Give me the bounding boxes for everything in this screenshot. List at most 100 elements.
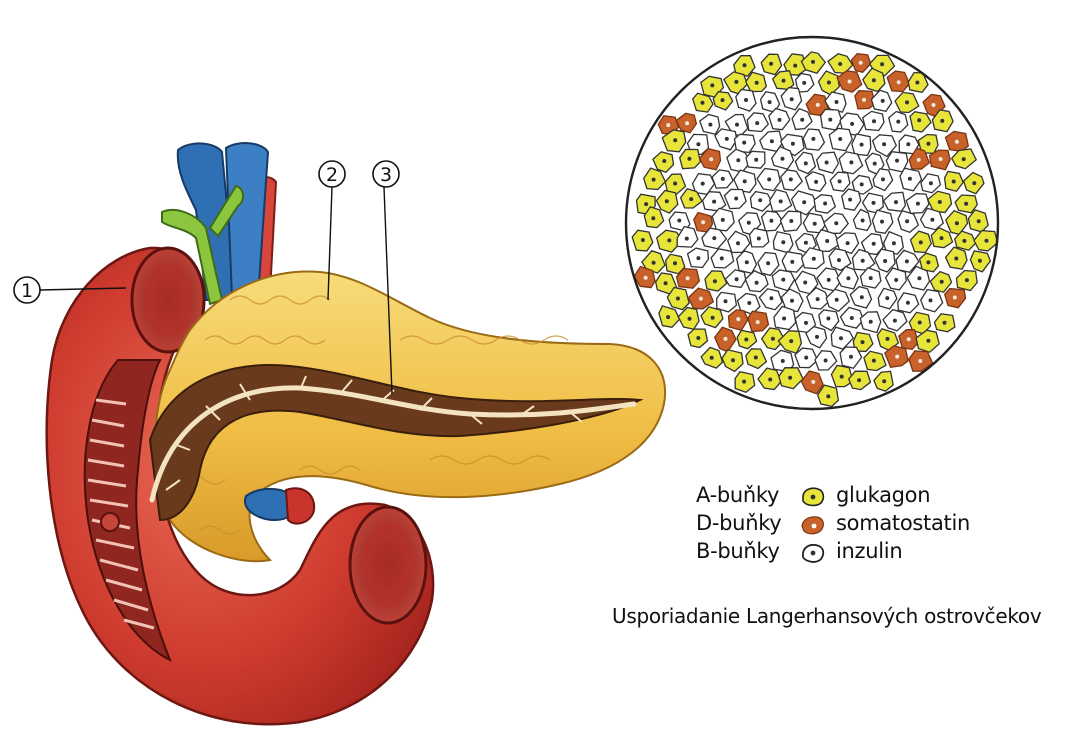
cell-nucleus: [895, 159, 899, 163]
cell-nucleus: [869, 276, 873, 280]
a-cell-icon: [800, 486, 826, 508]
legend-hormone: inzulin: [836, 539, 902, 563]
cell-nucleus: [880, 220, 884, 224]
cell-nucleus: [815, 335, 819, 339]
cell-nucleus: [745, 260, 749, 264]
cell-nucleus: [917, 118, 921, 122]
cell-nucleus: [846, 276, 850, 280]
cell-nucleus: [861, 219, 865, 223]
cell-nucleus: [789, 339, 793, 343]
cell-nucleus: [744, 338, 748, 342]
cell-nucleus: [962, 239, 966, 243]
cell-nucleus: [666, 123, 670, 127]
cell-nucleus: [802, 81, 806, 85]
cell-nucleus: [724, 299, 728, 303]
cell-nucleus: [872, 78, 876, 82]
cell-nucleus: [840, 375, 844, 379]
svg-text:1: 1: [21, 280, 33, 302]
cell-nucleus: [812, 257, 816, 261]
cell-nucleus: [696, 142, 700, 146]
cell-nucleus: [766, 261, 770, 265]
cell-nucleus: [872, 201, 876, 205]
cell-nucleus: [906, 301, 910, 305]
cell-nucleus: [781, 359, 785, 363]
cell-nucleus: [824, 359, 828, 363]
legend-hormone: glukagon: [836, 483, 930, 507]
legend-cell-name: B-buňky: [696, 539, 780, 563]
cell-nucleus: [781, 278, 785, 282]
cell-nucleus: [816, 297, 820, 301]
cell-nucleus: [769, 296, 773, 300]
cell-nucleus: [747, 301, 751, 305]
cell-nucleus: [687, 157, 691, 161]
cell-nucleus: [720, 256, 724, 260]
cell-nucleus: [860, 182, 864, 186]
cell-nucleus: [938, 200, 942, 204]
cell-nucleus: [721, 98, 725, 102]
cell-nucleus: [721, 218, 725, 222]
cell-nucleus: [710, 83, 714, 87]
cell-nucleus: [929, 298, 933, 302]
cell-nucleus: [964, 202, 968, 206]
cell-nucleus: [802, 200, 806, 204]
cell-nucleus: [952, 180, 956, 184]
cell-nucleus: [932, 103, 936, 107]
cell-nucleus: [835, 298, 839, 302]
cell-nucleus: [955, 140, 959, 144]
cell-nucleus: [850, 122, 854, 126]
cell-nucleus: [926, 260, 930, 264]
cell-nucleus: [826, 394, 830, 398]
cell-nucleus: [789, 177, 793, 181]
cell-nucleus: [905, 259, 909, 263]
cell-nucleus: [790, 260, 794, 264]
cell-nucleus: [825, 239, 829, 243]
cell-nucleus: [744, 98, 748, 102]
cell-nucleus: [872, 359, 876, 363]
cell-nucleus: [882, 142, 886, 146]
cell-nucleus: [652, 261, 656, 265]
cell-nucleus: [895, 355, 899, 359]
cell-nucleus: [804, 356, 808, 360]
cell-nucleus: [953, 296, 957, 300]
cell-nucleus: [782, 79, 786, 83]
cell-nucleus: [756, 320, 760, 324]
cell-nucleus: [827, 81, 831, 85]
cell-nucleus: [711, 316, 715, 320]
cell-nucleus: [838, 62, 842, 66]
cell-nucleus: [803, 281, 807, 285]
cell-nucleus: [743, 63, 747, 67]
cell-nucleus: [641, 238, 645, 242]
cell-nucleus: [892, 241, 896, 245]
mesenteric-artery: [286, 488, 314, 523]
cell-nucleus: [731, 358, 735, 362]
cell-nucleus: [708, 123, 712, 127]
cell-nucleus: [768, 100, 772, 104]
cell-nucleus: [770, 139, 774, 143]
cell-nucleus: [791, 142, 795, 146]
cell-nucleus: [734, 80, 738, 84]
cell-nucleus: [735, 123, 739, 127]
cell-nucleus: [685, 237, 689, 241]
cell-nucleus: [926, 142, 930, 146]
cell-nucleus: [696, 336, 700, 340]
cell-nucleus: [886, 337, 890, 341]
cell-nucleus: [755, 121, 759, 125]
cell-nucleus: [897, 80, 901, 84]
cell-nucleus: [743, 179, 747, 183]
legend-hormone: somatostatin: [836, 511, 970, 535]
cell-nucleus: [839, 336, 843, 340]
cell-nucleus: [826, 317, 830, 321]
cell-nucleus: [758, 198, 762, 202]
cell-nucleus: [896, 120, 900, 124]
cell-nucleus: [790, 299, 794, 303]
cell-nucleus: [771, 337, 775, 341]
cell-nucleus: [754, 158, 758, 162]
cell-nucleus: [857, 378, 861, 382]
cell-nucleus: [978, 259, 982, 263]
cell-nucleus: [977, 219, 981, 223]
cell-nucleus: [862, 98, 866, 102]
cell-nucleus: [881, 177, 885, 181]
cell-nucleus: [972, 181, 976, 185]
cell-nucleus: [804, 161, 808, 165]
cell-nucleus: [755, 281, 759, 285]
